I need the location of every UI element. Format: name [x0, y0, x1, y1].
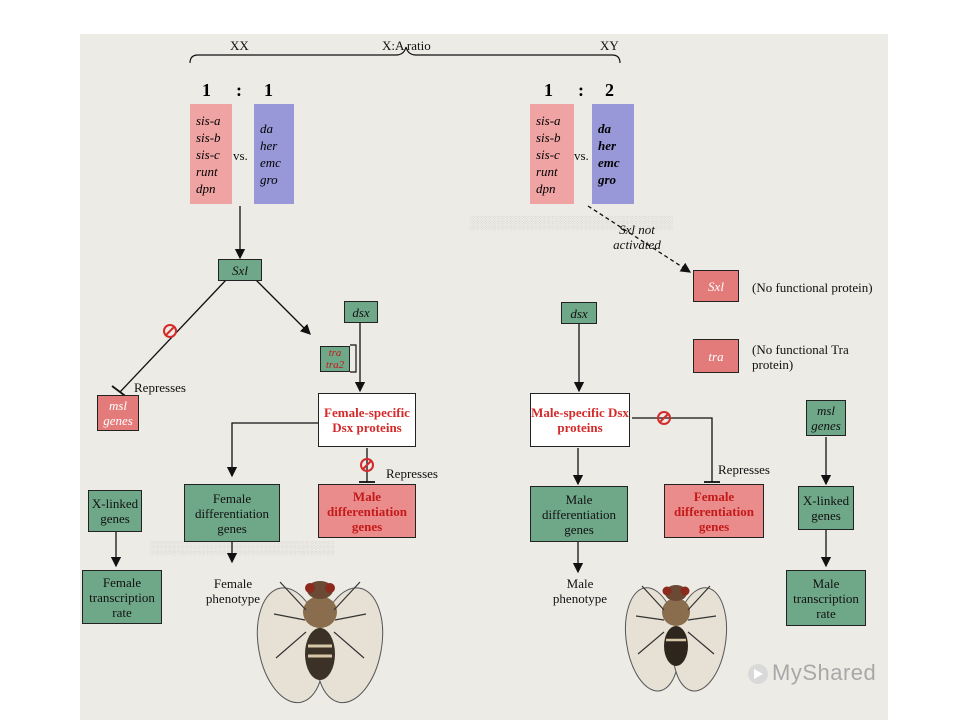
female-denominator-list: da her emc gro	[254, 104, 294, 204]
female-side-male-differentiation-genes-box: Male differentiation genes	[318, 484, 416, 538]
ratio-right-colon: :	[578, 80, 584, 100]
gene-name: sis-b	[536, 130, 561, 145]
gene-name: da	[260, 121, 273, 136]
represses-label-left: Represses	[134, 380, 186, 395]
female-dsx-box: dsx	[344, 301, 378, 323]
tra-label: tra	[328, 347, 342, 359]
male-side-female-differentiation-genes-box: Female differentiation genes	[664, 484, 764, 538]
male-dsx-box: dsx	[561, 302, 597, 324]
female-specific-dsx-proteins-box: Female-specific Dsx proteins	[318, 393, 416, 447]
male-denominator-list: da her emc gro	[592, 104, 634, 204]
gene-name: runt	[536, 164, 558, 179]
tra2-label: tra2	[325, 359, 345, 371]
gene-name: emc	[598, 155, 620, 170]
gene-name: dpn	[536, 181, 556, 196]
male-sxl-box: Sxl	[693, 270, 739, 302]
gene-name: sis-c	[196, 147, 220, 162]
sxl-to-tra-arrow	[255, 279, 311, 335]
no-functional-tra-label: (No functional Tra protein)	[752, 342, 849, 372]
header-xa-ratio: X:A ratio	[382, 38, 431, 53]
female-xlinked-genes-box: X-linked genes	[88, 490, 142, 532]
vs-label-left: vs.	[233, 148, 248, 163]
ratio-left-numerator: 1	[202, 80, 211, 100]
gene-name: sis-b	[196, 130, 221, 145]
female-transcription-rate-box: Female transcription rate	[82, 570, 162, 624]
female-phenotype-label: Female phenotype	[205, 576, 261, 606]
male-numerator-list: sis-a sis-b sis-c runt dpn	[530, 104, 574, 204]
represses-label-male: Represses	[718, 462, 770, 477]
header-xx: XX	[230, 38, 249, 53]
inhibit-icon	[360, 458, 374, 472]
watermark-text: MyShared	[772, 660, 877, 685]
inhibit-icon	[657, 411, 671, 425]
male-phenotype-label: Male phenotype	[552, 576, 608, 606]
header-bracket	[189, 46, 621, 64]
gene-name: sis-a	[196, 113, 221, 128]
tra-bracket	[350, 344, 357, 373]
gene-name: da	[598, 121, 611, 136]
ratio-left-colon: :	[236, 80, 242, 100]
gene-name: gro	[598, 172, 617, 187]
male-msl-genes-box: msl genes	[806, 400, 846, 436]
male-tra-box: tra	[693, 339, 739, 373]
vs-label-right: vs.	[574, 148, 589, 163]
male-xlinked-genes-box: X-linked genes	[798, 486, 854, 530]
gene-name: dpn	[196, 181, 216, 196]
gene-name: gro	[260, 172, 278, 187]
ratio-right-numerator: 1	[544, 80, 553, 100]
watermark-logo-icon	[748, 664, 768, 684]
male-differentiation-genes-box: Male differentiation genes	[530, 486, 628, 542]
tra-tra2-box: tra tra2	[320, 346, 350, 372]
header-xy: XY	[600, 38, 619, 53]
female-fly-icon	[256, 581, 384, 704]
background-text: ░░░░░░░░░░░░░░░░░░░░░░	[470, 215, 673, 230]
dashed-to-sxl-arrow	[587, 205, 692, 273]
gene-name: emc	[260, 155, 281, 170]
background-text: ░░░░░░░░░░░░░░░░░░░░	[150, 540, 335, 555]
inhibit-icon	[163, 324, 177, 338]
no-functional-protein-label: (No functional protein)	[752, 280, 873, 295]
female-numerator-list: sis-a sis-b sis-c runt dpn	[190, 104, 232, 204]
ratio-right-denominator: 2	[605, 80, 614, 100]
to-female-diff-arrow	[226, 422, 318, 478]
female-msl-genes-box: msl genes	[97, 395, 139, 431]
male-specific-dsx-proteins-box: Male-specific Dsx proteins	[530, 393, 630, 447]
represses-label-right: Represses	[386, 466, 438, 481]
ratio-left-denominator: 1	[264, 80, 273, 100]
sxl-not-activated-label: Sxl not activated	[613, 222, 661, 252]
male-repress-line	[632, 417, 713, 482]
gene-name: sis-c	[536, 147, 560, 162]
gene-name: runt	[196, 164, 218, 179]
gene-name: sis-a	[536, 113, 561, 128]
male-fly-icon	[624, 585, 728, 692]
female-differentiation-genes-box: Female differentiation genes	[184, 484, 280, 542]
gene-name: her	[260, 138, 278, 153]
male-transcription-rate-box: Male transcription rate	[786, 570, 866, 626]
female-sxl-box: Sxl	[218, 259, 262, 281]
gene-name: her	[598, 138, 617, 153]
